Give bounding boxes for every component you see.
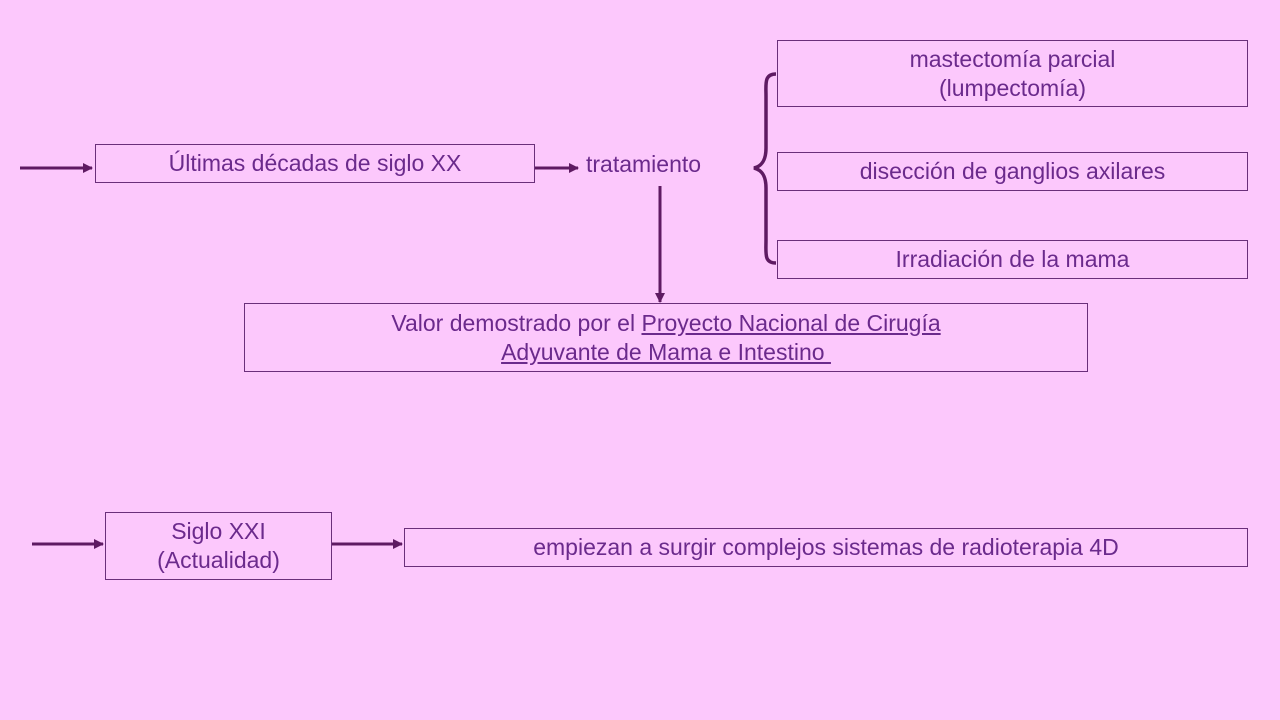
era-label: Últimas décadas de siglo XX (168, 150, 462, 176)
options-brace (753, 72, 777, 265)
option-1-line1: mastectomía parcial (909, 45, 1116, 72)
result-box-4d-radiotherapy: empiezan a surgir complejos sistemas de … (404, 528, 1248, 567)
value-prefix: Valor demostrado por el (391, 309, 642, 336)
option-1-line2: (lumpectomía) (939, 74, 1086, 101)
value-box: Valor demostrado por el Proyecto Naciona… (244, 303, 1088, 372)
treatment-label: tratamiento (586, 151, 702, 177)
value-line2: Adyuvante de Mama e Intestino (501, 338, 831, 367)
option-3-label: Irradiación de la mama (895, 246, 1130, 272)
era21-line2: (Actualidad) (157, 547, 280, 573)
era-box-21st-century: Siglo XXI (Actualidad) (105, 512, 332, 580)
project-link-line1[interactable]: Proyecto Nacional de Cirugía (641, 309, 941, 336)
option-box-axillary-dissection: disección de ganglios axilares (777, 152, 1248, 191)
option-box-breast-irradiation: Irradiación de la mama (777, 240, 1248, 279)
option-2-label: disección de ganglios axilares (859, 158, 1166, 184)
era-box-20th-century: Últimas décadas de siglo XX (95, 144, 535, 183)
project-link-line2[interactable]: Adyuvante de Mama e Intestino (501, 338, 831, 365)
option-box-partial-mastectomy: mastectomía parcial (lumpectomía) (777, 40, 1248, 107)
value-line1: Valor demostrado por el Proyecto Naciona… (391, 309, 940, 338)
result-label: empiezan a surgir complejos sistemas de … (533, 534, 1119, 560)
era21-line1: Siglo XXI (171, 518, 266, 544)
